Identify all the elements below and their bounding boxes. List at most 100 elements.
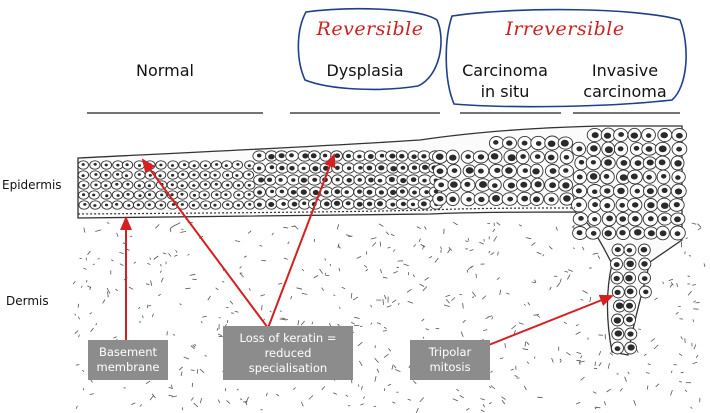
stipple-mark (647, 363, 651, 366)
cell-nucleus (379, 153, 385, 158)
stipple-mark (194, 343, 197, 346)
cis-line-1: Carcinoma (462, 61, 548, 80)
stipple-mark (95, 229, 102, 232)
stipple-mark (575, 331, 581, 335)
cell-nucleus (247, 173, 251, 176)
cell-nucleus (632, 202, 639, 208)
cell-nucleus (104, 173, 108, 177)
stipple-mark (383, 327, 387, 329)
stipple-mark (345, 394, 349, 397)
cell-nucleus (378, 190, 384, 195)
stipple-mark (324, 272, 327, 276)
stipple-mark (321, 287, 324, 291)
stipple-mark (185, 287, 191, 290)
cell-nucleus (520, 181, 528, 188)
stipple-mark (581, 246, 585, 251)
stipple-mark (75, 364, 80, 366)
stipple-mark (277, 282, 283, 285)
stipple-mark (678, 353, 683, 357)
cell-nucleus (203, 173, 207, 177)
stipple-mark (85, 280, 88, 283)
cell-nucleus (549, 168, 557, 174)
stipple-mark (537, 396, 543, 399)
stipple-mark (654, 297, 658, 301)
stipple-mark (265, 392, 268, 397)
stipple-mark (643, 353, 647, 357)
cell-nucleus (116, 173, 120, 176)
stipple-mark (548, 245, 553, 250)
cell-nucleus (301, 166, 306, 171)
cell-nucleus (400, 201, 406, 207)
cell-nucleus (247, 164, 251, 168)
stipple-mark (559, 360, 562, 363)
cell-nucleus (576, 202, 582, 208)
cell-nucleus (576, 146, 583, 152)
stipple-mark (692, 284, 696, 286)
stipple-mark (447, 248, 451, 254)
stipple-mark (341, 286, 346, 290)
basement-membrane-line (77, 207, 576, 215)
stipple-mark (226, 400, 231, 404)
stipple-mark (488, 385, 492, 389)
stipple-mark (564, 270, 569, 273)
stipple-mark (646, 385, 649, 390)
cell-nucleus (125, 163, 129, 167)
stipple-mark (75, 405, 78, 409)
cell-nucleus (507, 154, 516, 162)
stipple-mark (416, 226, 421, 229)
cell-nucleus (256, 166, 262, 171)
cell-nucleus (449, 196, 457, 203)
stipple-mark (102, 299, 106, 304)
stipple-mark (518, 224, 523, 227)
stipple-mark (248, 288, 251, 291)
cell-nucleus (248, 203, 252, 206)
stipple-mark (556, 282, 561, 288)
stipple-mark (487, 315, 493, 318)
stipple-mark (175, 249, 178, 253)
cell-nucleus (236, 203, 241, 207)
cell-nucleus (300, 177, 307, 183)
keratin-line-2: reduced (264, 345, 312, 360)
stipple-mark (382, 299, 384, 305)
cell-nucleus (592, 202, 598, 208)
stage-carcinoma-in-situ-label: Carcinoma in situ (450, 60, 560, 102)
stipple-mark (90, 327, 94, 333)
cell-nucleus (641, 276, 648, 281)
stipple-mark (469, 249, 474, 252)
cell-nucleus (322, 153, 328, 158)
cell-nucleus (182, 163, 187, 167)
stipple-mark (638, 328, 642, 330)
cell-nucleus (215, 193, 219, 197)
stipple-mark (422, 286, 428, 292)
cell-nucleus (366, 189, 373, 195)
cell-nucleus (215, 163, 219, 166)
stipple-mark (592, 391, 597, 394)
stipple-mark (234, 310, 239, 313)
cell-nucleus (578, 216, 584, 221)
stipple-mark (172, 334, 176, 336)
cell-nucleus (646, 133, 652, 138)
stipple-mark (525, 237, 532, 240)
stipple-mark (397, 302, 400, 306)
stipple-mark (285, 319, 289, 321)
cell-nucleus (203, 193, 207, 197)
cell-nucleus (521, 140, 528, 146)
cell-nucleus (494, 167, 501, 173)
stipple-mark (676, 283, 678, 288)
cell-nucleus (592, 189, 598, 194)
stipple-mark (424, 277, 429, 281)
stipple-mark (504, 343, 506, 348)
cell-nucleus (366, 201, 373, 207)
cell-nucleus (634, 229, 642, 236)
cell-nucleus (424, 190, 429, 195)
cell-nucleus (617, 187, 625, 195)
cell-nucleus (603, 174, 610, 179)
cell-nucleus (346, 153, 351, 159)
stipple-mark (703, 263, 706, 268)
stipple-mark (385, 231, 390, 236)
stipple-mark (566, 274, 571, 280)
stipple-mark (301, 268, 305, 272)
cell-nucleus (192, 193, 196, 197)
cell-nucleus (333, 200, 341, 206)
stipple-mark (692, 319, 695, 323)
